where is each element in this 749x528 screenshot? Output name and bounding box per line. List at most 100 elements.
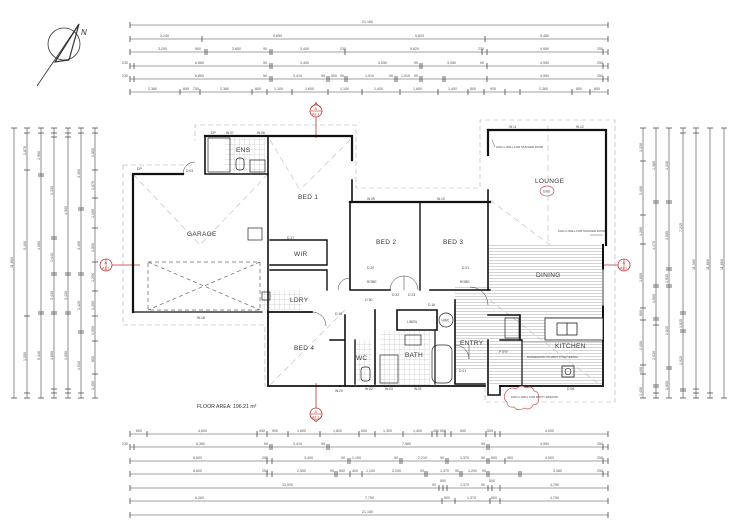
svg-text:90: 90 <box>414 74 418 78</box>
room-label-kitchen: KITCHEN <box>555 343 586 350</box>
ldry-tiles <box>262 290 302 310</box>
svg-text:A3.1: A3.1 <box>620 267 627 271</box>
svg-text:90: 90 <box>432 483 436 487</box>
svg-text:3,400: 3,400 <box>639 186 643 195</box>
cooktop-icon <box>561 365 575 378</box>
svg-text:11,860: 11,860 <box>706 259 710 270</box>
left-dimension-labels: 11,860 1,870 5,400 1,550 1,960 4,060 5,3… <box>10 146 95 390</box>
svg-text:1,910: 1,910 <box>401 74 410 78</box>
room-label-hwc: HWC <box>442 319 451 323</box>
svg-text:90: 90 <box>321 442 325 446</box>
svg-text:895: 895 <box>183 87 189 91</box>
wc-toilet <box>360 366 371 382</box>
svg-text:11,860: 11,860 <box>720 259 724 270</box>
svg-text:3,360: 3,360 <box>553 469 562 473</box>
svg-text:250: 250 <box>597 442 603 446</box>
svg-text:4,000: 4,000 <box>545 429 554 433</box>
svg-text:3,430: 3,430 <box>64 291 68 300</box>
svg-text:800: 800 <box>576 87 582 91</box>
svg-text:A: A <box>315 107 318 111</box>
svg-text:1,600: 1,600 <box>305 87 314 91</box>
svg-text:1,100: 1,100 <box>274 87 283 91</box>
floor-area-label: FLOOR AREA: 196.21 m² <box>197 404 257 410</box>
garage-door-outline <box>147 261 261 311</box>
svg-text:2,360: 2,360 <box>539 87 548 91</box>
svg-text:1,370: 1,370 <box>460 483 469 487</box>
svg-text:1,370: 1,370 <box>440 469 449 473</box>
svg-text:A: A <box>105 261 108 265</box>
svg-text:800: 800 <box>470 87 476 91</box>
annotation-notes: 100mm WALL FOR STACKER DOOR 100mm WALL F… <box>491 139 605 359</box>
svg-text:1,800: 1,800 <box>91 243 95 252</box>
svg-text:D.22: D.22 <box>392 293 399 297</box>
svg-text:A3.1: A3.1 <box>312 416 319 420</box>
svg-text:500: 500 <box>460 429 466 433</box>
svg-text:90: 90 <box>482 469 486 473</box>
svg-text:1,400: 1,400 <box>374 87 383 91</box>
svg-text:250: 250 <box>597 74 603 78</box>
ldry-tub <box>261 291 271 301</box>
svg-text:9,650: 9,650 <box>273 34 282 38</box>
svg-text:550: 550 <box>339 469 345 473</box>
svg-text:1,910: 1,910 <box>365 74 374 78</box>
svg-text:1,800: 1,800 <box>652 294 656 303</box>
svg-text:230: 230 <box>122 61 128 65</box>
svg-text:4,950: 4,950 <box>540 47 549 51</box>
svg-text:90: 90 <box>480 61 484 65</box>
svg-text:1,250: 1,250 <box>91 273 95 282</box>
svg-text:3,050: 3,050 <box>447 61 456 65</box>
svg-text:A: A <box>623 261 626 265</box>
svg-text:W.09: W.09 <box>367 197 375 201</box>
svg-text:230: 230 <box>340 47 346 51</box>
ens-tiles <box>225 138 265 174</box>
svg-text:2,500: 2,500 <box>297 469 306 473</box>
svg-text:90: 90 <box>321 74 325 78</box>
svg-text:GSD: GSD <box>543 190 551 194</box>
svg-text:5,820: 5,820 <box>415 34 424 38</box>
svg-text:1,860: 1,860 <box>50 351 54 360</box>
svg-text:1,370: 1,370 <box>460 456 469 460</box>
svg-text:2,200: 2,200 <box>392 469 401 473</box>
svg-text:1,550: 1,550 <box>23 352 27 361</box>
svg-text:1,400: 1,400 <box>413 429 422 433</box>
svg-text:4,470: 4,470 <box>652 241 656 250</box>
ens-vanity <box>249 159 266 173</box>
svg-text:100mm WALL FOR PARTY WINDOW: 100mm WALL FOR PARTY WINDOW <box>511 395 558 399</box>
svg-text:3,300: 3,300 <box>77 169 81 178</box>
room-labels: ENS GARAGE BED 1 WIR BED 2 BED 3 LOUNGE … <box>187 147 586 362</box>
svg-text:1,800: 1,800 <box>333 429 342 433</box>
svg-text:3,400: 3,400 <box>304 456 313 460</box>
svg-text:7,215: 7,215 <box>679 223 683 232</box>
svg-text:21,160: 21,160 <box>362 20 373 24</box>
svg-text:1,100: 1,100 <box>340 87 349 91</box>
svg-text:11,360: 11,360 <box>692 259 696 270</box>
svg-text:900: 900 <box>331 74 337 78</box>
svg-text:DP: DP <box>137 167 142 171</box>
svg-text:800: 800 <box>91 356 95 362</box>
room-label-bed3: BED 3 <box>443 239 463 246</box>
svg-text:D.01: D.01 <box>459 369 466 373</box>
room-label-bath: BATH <box>405 352 423 359</box>
roof-hip-lines <box>132 125 601 386</box>
room-label-entry: ENTRY <box>460 340 484 347</box>
kitchen-island <box>544 317 604 341</box>
eaves-outline <box>122 119 616 403</box>
svg-text:4,950: 4,950 <box>540 442 549 446</box>
section-marker-left: A A3.1 <box>99 258 140 272</box>
bath-vanity <box>404 334 422 346</box>
svg-text:W.20: W.20 <box>335 389 343 393</box>
svg-text:90: 90 <box>481 442 485 446</box>
svg-text:750: 750 <box>193 87 199 91</box>
svg-text:1,825: 1,825 <box>679 319 683 328</box>
svg-text:1,100: 1,100 <box>352 456 361 460</box>
svg-text:1,800: 1,800 <box>297 429 306 433</box>
svg-text:500: 500 <box>489 479 495 483</box>
svg-text:3,330: 3,330 <box>50 186 54 195</box>
svg-text:1,450: 1,450 <box>91 381 95 390</box>
svg-text:1,260: 1,260 <box>639 227 643 236</box>
room-label-bed4: BED 4 <box>294 345 314 352</box>
svg-text:600: 600 <box>361 429 367 433</box>
svg-text:5,400: 5,400 <box>23 241 27 250</box>
kitchen-bench <box>521 341 604 387</box>
svg-text:5,820: 5,820 <box>410 47 419 51</box>
